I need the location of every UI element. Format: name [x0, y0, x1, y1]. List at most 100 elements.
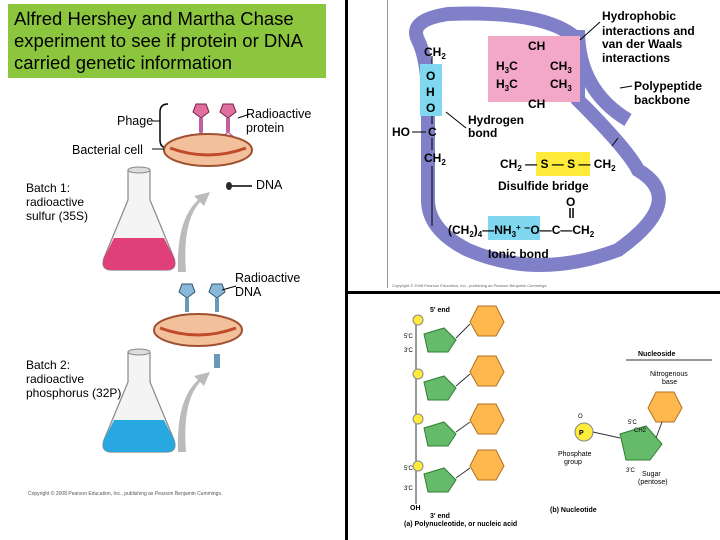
- batch2-label: Batch 2: radioactive phosphorus (32P): [26, 358, 122, 400]
- h-atom: H: [426, 85, 435, 99]
- phosphate-2: [412, 368, 424, 380]
- c5-label-2: 5'C: [404, 466, 413, 472]
- glycosidic-2: [455, 373, 471, 387]
- base-4: [469, 449, 505, 481]
- hydrophobic-box: [488, 36, 580, 102]
- phage-label: Phage: [117, 114, 154, 128]
- glycosidic-1: [455, 323, 471, 339]
- arrow-2: [177, 372, 210, 452]
- phage-icon-3: [178, 283, 196, 312]
- o-atom-2: O: [426, 101, 435, 115]
- radioactive-protein-label: Radioactive protein: [246, 107, 312, 135]
- ionic-text: Ionic bond: [488, 247, 549, 261]
- sugar-2: [423, 375, 457, 401]
- ch3-2: CH3: [550, 77, 572, 93]
- c-atom: C: [428, 125, 437, 139]
- backbone-pointer: [619, 85, 633, 89]
- experiment-copyright: Copyright © 2008 Pearson Education, Inc.…: [28, 491, 223, 497]
- hydrophobic-pointer: [579, 21, 601, 41]
- sugar-4: [423, 467, 457, 493]
- bacterial-cell-label: Bacterial cell: [72, 143, 143, 157]
- nitrogenous-base-shape: [647, 391, 683, 423]
- caption-a: (a) Polynucleotide, or nucleic acid: [404, 521, 517, 528]
- dna-label: DNA: [256, 178, 283, 192]
- ho-group: HO: [392, 125, 410, 139]
- hershey-chase-illustration: [102, 103, 253, 453]
- h3c-1: H3C: [496, 59, 518, 75]
- five-end-label: 5' end: [430, 307, 450, 314]
- yellow-pointer: [611, 137, 619, 147]
- c5-label-1: 5'C: [404, 334, 413, 340]
- ch3-1: CH3: [550, 59, 572, 75]
- bacterial-cell-1: [163, 133, 253, 167]
- glycosidic-3: [455, 421, 471, 433]
- phosphate-bond: [592, 431, 621, 439]
- sugar-label: Sugar(pentose): [638, 471, 668, 486]
- flask-1: [102, 166, 176, 271]
- c3-detail: 3'C: [626, 468, 635, 474]
- ionic-formula: (CH2)4—NH3+ ⁻O—C—CH2: [448, 223, 595, 239]
- glycosidic-4: [455, 467, 471, 479]
- caption-b: (b) Nucleotide: [550, 507, 597, 514]
- c3-label-1: 3'C: [404, 348, 413, 354]
- base-3: [469, 403, 505, 435]
- horizontal-divider: [348, 291, 720, 294]
- hbond-pointer: [445, 111, 467, 129]
- polynucleotide-strand: 5'C 3'C 5'C 3'C: [404, 305, 505, 504]
- arrow-1: [177, 192, 210, 272]
- vertical-divider: [345, 0, 348, 540]
- phosphate-o-top: O: [578, 414, 583, 420]
- phosphate-3: [412, 413, 424, 425]
- cell-membrane-1: [169, 146, 247, 157]
- oh-label: OH: [410, 505, 421, 512]
- ch2-mid: CH2: [424, 151, 446, 167]
- carbonyl-o: O: [566, 195, 575, 209]
- ch-top: CH: [528, 39, 545, 53]
- phosphate-shape: [574, 422, 594, 442]
- ch2-detail: CH2: [634, 428, 647, 434]
- disulfide-text: Disulfide bridge: [498, 179, 589, 193]
- ionic-box: [488, 216, 540, 240]
- base-2: [469, 355, 505, 387]
- o-atom: O: [426, 69, 435, 83]
- bacterial-cell-2: [153, 313, 243, 347]
- protein-pointer: [237, 113, 251, 119]
- phage-bracket: [159, 103, 169, 149]
- protein-copyright: Copyright © 2008 Pearson Education, Inc.…: [392, 283, 547, 288]
- disulfide-box: [536, 152, 590, 176]
- ch-bottom: CH: [528, 97, 545, 111]
- sugar-base-bond: [655, 421, 663, 439]
- disulfide-formula: CH2 — S — S — CH2: [500, 157, 616, 173]
- three-end-label: 3' end: [430, 513, 450, 520]
- phosphate-1: [412, 314, 424, 326]
- flask-2: [102, 348, 176, 453]
- radioactive-dna-pointer: [221, 285, 237, 291]
- c3-label-2: 3'C: [404, 486, 413, 492]
- nucleic-acid-diagram: 5' end 3' end OH 5'C 3'C 5'C 3'C Nucleos…: [404, 305, 712, 528]
- phosphate-p: P: [579, 430, 584, 437]
- hydrogen-bond-box: [420, 64, 442, 116]
- nucleoside-label: Nucleoside: [638, 351, 675, 358]
- base-1: [469, 305, 505, 337]
- cell-membrane-2: [159, 326, 237, 337]
- protein-frame-line: [387, 0, 388, 288]
- phosphate-4: [412, 460, 424, 472]
- sugar-shape: [619, 425, 663, 461]
- free-phage: [214, 354, 220, 368]
- ch2-top: CH2: [424, 45, 446, 61]
- slide-title: Alfred Hershey and Martha Chase experime…: [8, 4, 326, 78]
- dna-blob: [226, 182, 232, 190]
- batch1-label: Batch 1: radioactive sulfur (35S): [26, 181, 89, 223]
- h3c-2: H3C: [496, 77, 518, 93]
- radioactive-dna-label: Radioactive DNA: [235, 271, 301, 299]
- phage-icon-4: [208, 283, 226, 312]
- sugar-1: [423, 327, 457, 353]
- c5-detail: 5'C: [628, 420, 637, 426]
- sugar-3: [423, 421, 457, 447]
